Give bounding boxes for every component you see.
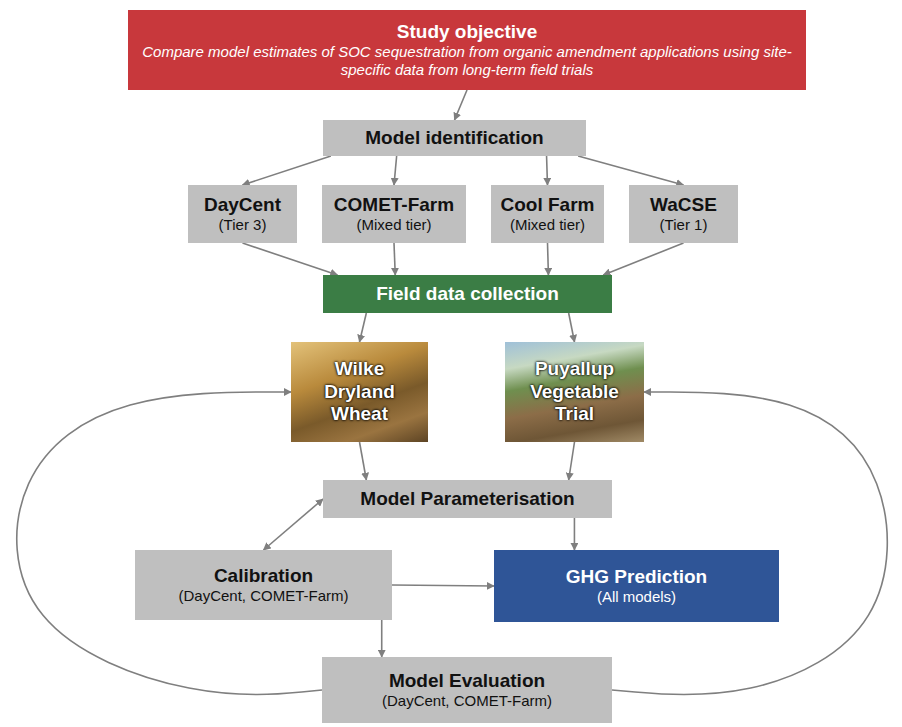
node-title: Puyallup Vegetable Trial: [513, 358, 636, 426]
node-title: Calibration: [214, 565, 313, 588]
model-box: COMET-Farm(Mixed tier): [322, 185, 466, 243]
flow-arrow: [243, 243, 338, 275]
process-box: Model identification: [323, 120, 586, 156]
node-title: Cool Farm: [501, 194, 595, 217]
flow-arrow: [243, 156, 331, 185]
process-box: Calibration(DayCent, COMET-Farm): [135, 550, 392, 620]
node-subtitle: (Tier 1): [660, 216, 708, 234]
process-box: Model Parameterisation: [323, 480, 612, 518]
flow-arrow: [360, 313, 367, 342]
flow-arrow: [17, 392, 322, 695]
node-title: Field data collection: [376, 283, 559, 306]
process-box: Model Evaluation(DayCent, COMET-Farm): [322, 657, 612, 723]
node-title: COMET-Farm: [334, 194, 454, 217]
model-box: DayCent(Tier 3): [188, 185, 297, 243]
flow-arrow: [392, 585, 494, 586]
node-title: Model identification: [365, 127, 543, 150]
flow-arrow: [612, 392, 887, 695]
flow-arrow: [264, 499, 324, 550]
node-title: WaCSE: [650, 194, 717, 217]
node-title: Model Evaluation: [389, 670, 545, 693]
node-subtitle: (DayCent, COMET-Farm): [178, 587, 348, 605]
data-box: Field data collection: [323, 275, 612, 313]
flow-arrow: [394, 156, 397, 185]
flow-arrow: [381, 620, 383, 657]
node-title: GHG Prediction: [566, 566, 707, 589]
flow-arrow: [578, 156, 683, 185]
flow-arrow: [546, 156, 549, 185]
flow-arrow: [547, 243, 550, 275]
node-subtitle: Compare model estimates of SOC sequestra…: [136, 43, 798, 79]
photo-box: Puyallup Vegetable Trial: [505, 342, 644, 442]
node-title: Model Parameterisation: [360, 488, 574, 511]
model-box: Cool Farm(Mixed tier): [491, 185, 604, 243]
node-title: DayCent: [204, 194, 281, 217]
flow-arrow: [455, 90, 468, 120]
flow-arrow: [574, 518, 576, 550]
node-subtitle: (All models): [597, 588, 676, 606]
output-box: GHG Prediction(All models): [494, 550, 779, 622]
photo-box: Wilke Dryland Wheat: [291, 342, 428, 442]
node-subtitle: (Mixed tier): [356, 216, 431, 234]
model-box: WaCSE(Tier 1): [629, 185, 738, 243]
flow-arrow: [569, 442, 575, 480]
flow-arrow: [394, 243, 395, 275]
flow-arrow: [360, 442, 367, 480]
objective-box: Study objectiveCompare model estimates o…: [128, 10, 806, 90]
node-subtitle: (Tier 3): [219, 216, 267, 234]
node-subtitle: (DayCent, COMET-Farm): [382, 692, 552, 710]
node-title: Study objective: [397, 21, 537, 44]
flow-arrow: [603, 243, 683, 275]
flow-arrow: [569, 313, 575, 342]
node-subtitle: (Mixed tier): [510, 216, 585, 234]
node-title: Wilke Dryland Wheat: [299, 358, 420, 426]
